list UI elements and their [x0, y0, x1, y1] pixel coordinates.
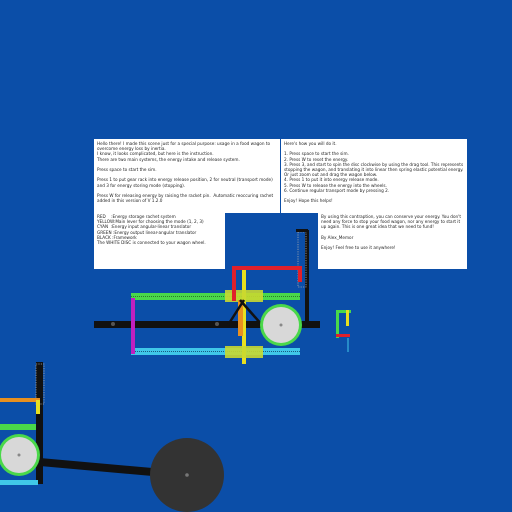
- instructions-note: Hello there! I made this scene just for …: [94, 139, 280, 213]
- wagon-lever[interactable]: [0, 398, 40, 402]
- frame-post[interactable]: [305, 230, 309, 325]
- wagon-post[interactable]: [36, 362, 43, 484]
- wagon-wheel[interactable]: [150, 438, 224, 512]
- mode-indicator: [336, 310, 351, 352]
- rachet-post[interactable]: [232, 266, 236, 301]
- color-legend-note: RED :Energy storage rachet system YELLOW…: [94, 212, 225, 269]
- frame-beam[interactable]: [94, 321, 320, 328]
- wagon-gear[interactable]: [0, 434, 40, 476]
- orange-slider[interactable]: [238, 300, 243, 336]
- spring[interactable]: [296, 229, 308, 288]
- output-gear[interactable]: [260, 304, 302, 346]
- steps-note: Here's how you will do it. 1. Press spac…: [281, 139, 467, 213]
- wagon-yellow-pin[interactable]: [36, 400, 40, 414]
- author-note: By using this contraption, you can conse…: [318, 212, 467, 269]
- lever-block-bottom[interactable]: [225, 346, 263, 358]
- rachet-pin[interactable]: [298, 266, 302, 282]
- wagon-rack[interactable]: [0, 424, 36, 430]
- frame-pin: [111, 322, 115, 326]
- wagon-rack-lower[interactable]: [0, 480, 38, 485]
- wagon-chassis[interactable]: [40, 458, 175, 478]
- rachet-arm[interactable]: [232, 266, 302, 270]
- frame-pin: [215, 322, 219, 326]
- main-lever[interactable]: [242, 268, 246, 364]
- magenta-link[interactable]: [131, 298, 135, 354]
